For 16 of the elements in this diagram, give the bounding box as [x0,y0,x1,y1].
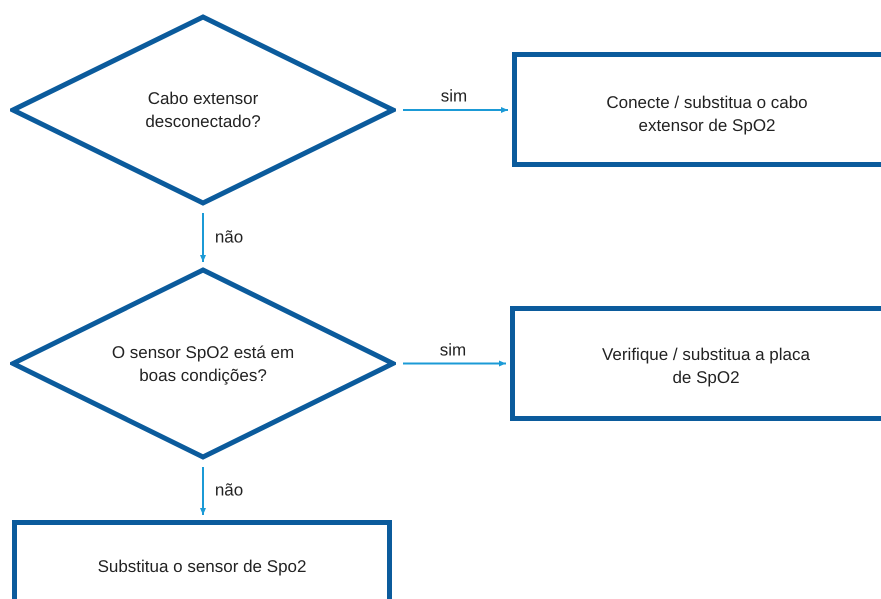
arrow [200,213,206,262]
node-text: O sensor SpO2 está em boas condições? [110,342,296,386]
node-text: Cabo extensor desconectado? [144,88,262,133]
process-box [12,520,392,599]
arrow [403,360,506,366]
arrow [403,107,508,113]
node-text: Conecte / substitua o cabo extensor de SpO2 [605,92,809,137]
node-text: Substitua o sensor de Spo2 [98,556,306,578]
process-box [512,52,881,167]
decision-diamond [10,14,396,206]
node-text: Verifique / substitua a placa de SpO2 [601,344,811,389]
arrow [200,467,206,515]
edge-label: sim [438,88,470,104]
decision-diamond [10,267,396,460]
process-box [510,306,881,421]
edge-label: sim [438,341,468,358]
